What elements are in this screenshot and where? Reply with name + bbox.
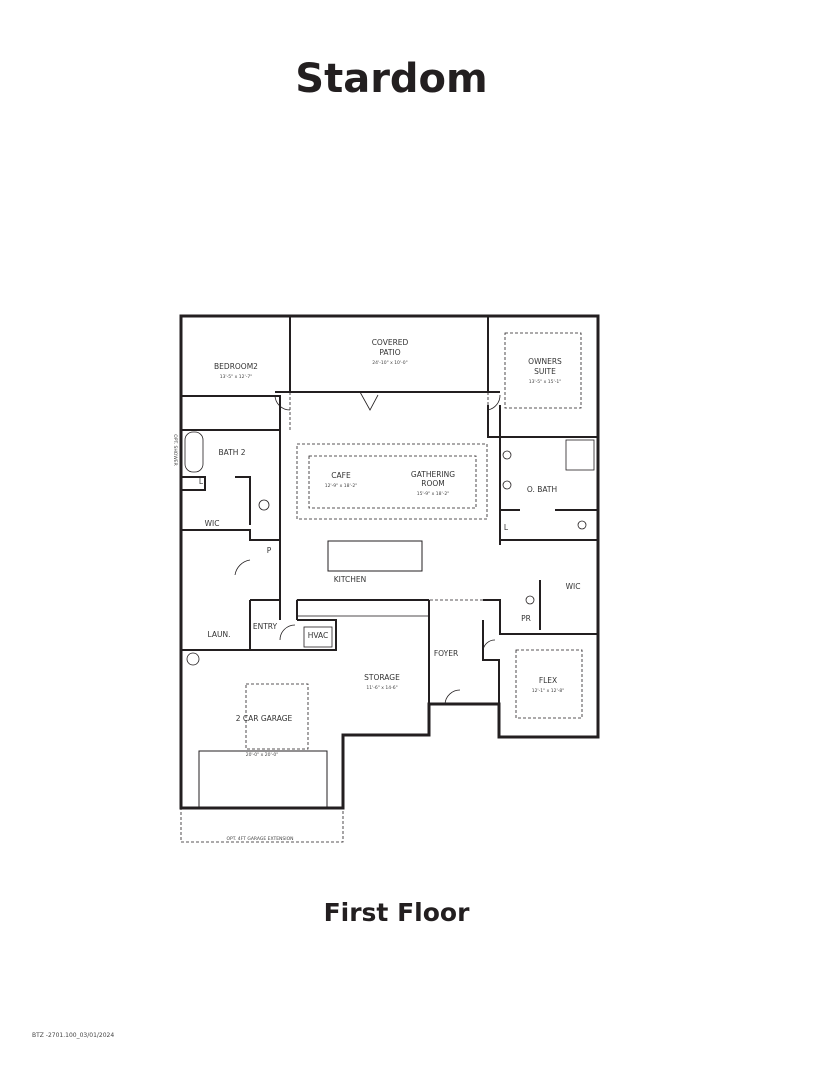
flex-label: FLEX xyxy=(539,676,557,685)
footer-code: BTZ -2701.100_03/01/2024 xyxy=(32,1032,115,1039)
pantry-label: P xyxy=(267,546,272,555)
gathering-label-2: ROOM xyxy=(421,479,445,488)
storage-label: STORAGE xyxy=(364,673,400,682)
linen-left-label: L xyxy=(199,477,204,486)
garage-dims: 20'-0" x 20'-0" xyxy=(246,752,279,758)
owners-label-2: SUITE xyxy=(534,367,556,376)
cafe-label: CAFE xyxy=(331,471,351,480)
wic-right-label: WIC xyxy=(566,582,581,591)
laundry-label: LAUN. xyxy=(208,630,231,639)
patio-label-1: COVERED xyxy=(372,338,409,347)
plan-title: Stardom xyxy=(295,56,488,102)
patio-dims: 24'-10" x 10'-0" xyxy=(372,360,407,366)
flex-dims: 12'-1" x 12'-8" xyxy=(532,688,565,694)
bath2-label: BATH 2 xyxy=(218,448,245,457)
owners-dims: 13'-5" x 15'-1" xyxy=(529,379,562,385)
foyer-label: FOYER xyxy=(434,649,458,658)
wic-left-label: WIC xyxy=(205,519,220,528)
gathering-dims: 15'-9" x 18'-2" xyxy=(417,491,450,497)
owners-label-1: OWNERS xyxy=(528,357,562,366)
garage-label: 2 CAR GARAGE xyxy=(236,714,293,723)
opt-shower-label: OPT. SHOWER xyxy=(172,434,178,466)
garage-extension-label: OPT. 4FT GARAGE EXTENSION xyxy=(226,836,293,842)
cafe-dims: 12'-9" x 18'-2" xyxy=(325,483,358,489)
gathering-label-1: GATHERING xyxy=(411,470,455,479)
powder-label: PR xyxy=(521,614,531,623)
entry-label: ENTRY xyxy=(253,622,278,631)
obath-label: O. BATH xyxy=(527,485,557,494)
interior-walls xyxy=(181,316,599,704)
storage-dims: 11'-6" x 14-6" xyxy=(366,685,397,691)
floor-label: First Floor xyxy=(323,898,470,927)
hvac-label: HVAC xyxy=(308,631,329,640)
bedroom2-dims: 13'-5" x 12'-7" xyxy=(220,374,253,380)
kitchen-label: KITCHEN xyxy=(334,575,367,584)
linen-right-label: L xyxy=(504,523,509,532)
bedroom2-label: BEDROOM2 xyxy=(214,362,258,371)
patio-label-2: PATIO xyxy=(379,348,400,357)
